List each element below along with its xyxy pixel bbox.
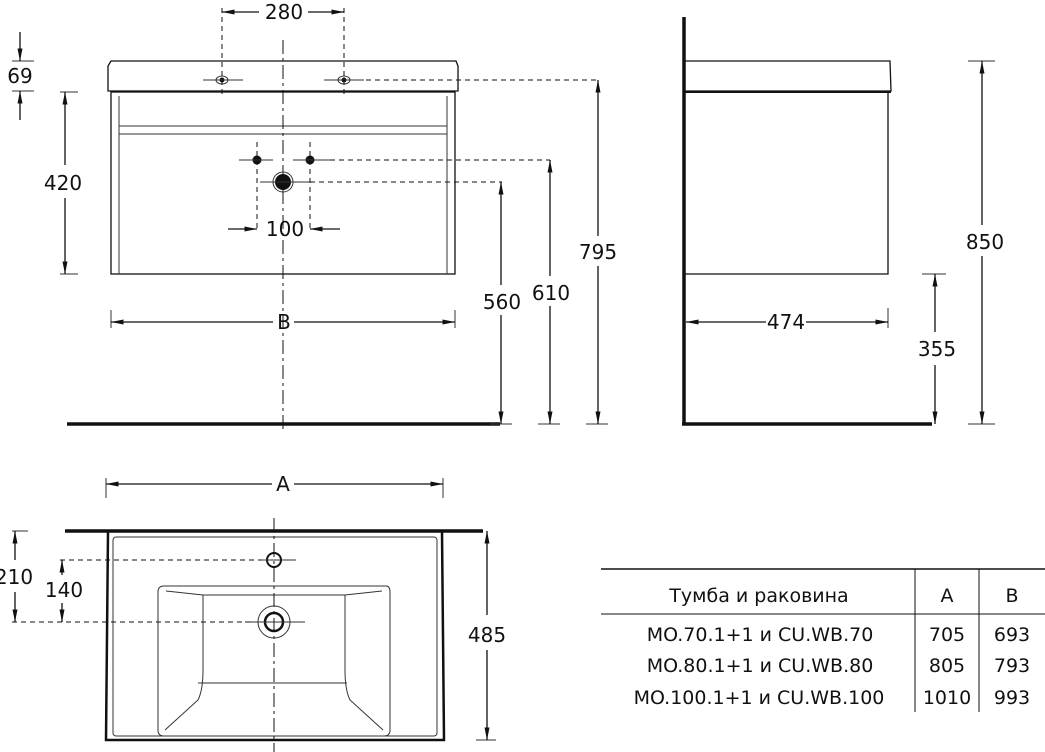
table-row: MO.80.1+1 и CU.WB.80 805 793 [647,655,1030,677]
dim-280: 280 [265,0,303,24]
svg-text:993: 993 [994,687,1030,709]
dim-a: A [276,472,290,496]
svg-text:693: 693 [994,624,1030,646]
svg-text:805: 805 [929,655,965,677]
countertop-outline [107,60,459,92]
dim-355: 355 [918,337,956,361]
faucet-hole-left [203,75,243,85]
svg-text:MO.100.1+1 и CU.WB.100: MO.100.1+1 и CU.WB.100 [634,687,885,709]
dim-420: 420 [44,171,82,195]
table-header-a: A [941,585,954,607]
dim-140: 140 [45,578,83,602]
svg-text:705: 705 [929,624,965,646]
dim-474: 474 [767,310,805,334]
top-view: A 210 140 485 [0,472,506,752]
bowl-outline [157,585,391,737]
dim-610: 610 [532,281,570,305]
svg-text:793: 793 [994,655,1030,677]
svg-text:MO.70.1+1 и CU.WB.70: MO.70.1+1 и CU.WB.70 [647,624,874,646]
size-table: Тумба и раковина A B MO.70.1+1 и CU.WB.7… [601,568,1045,712]
dim-485: 485 [468,623,506,647]
dim-b: B [277,310,291,334]
dim-100: 100 [266,217,304,241]
table-row: MO.100.1+1 и CU.WB.100 1010 993 [634,687,1031,709]
svg-text:1010: 1010 [923,687,971,709]
table-row: MO.70.1+1 и CU.WB.70 705 693 [647,624,1030,646]
dim-560: 560 [483,290,521,314]
table-header-model: Тумба и раковина [668,585,848,607]
basin-outline [104,531,446,742]
side-countertop [685,60,892,92]
dim-210: 210 [0,565,33,589]
side-cabinet [685,92,889,275]
svg-text:MO.80.1+1 и CU.WB.80: MO.80.1+1 и CU.WB.80 [647,655,874,677]
dim-795: 795 [579,240,617,264]
dim-69: 69 [7,64,32,88]
table-header-b: B [1005,585,1018,607]
dim-850: 850 [966,230,1004,254]
front-view: 280 69 420 100 B [7,0,617,432]
side-view: 474 355 850 [682,17,1004,426]
